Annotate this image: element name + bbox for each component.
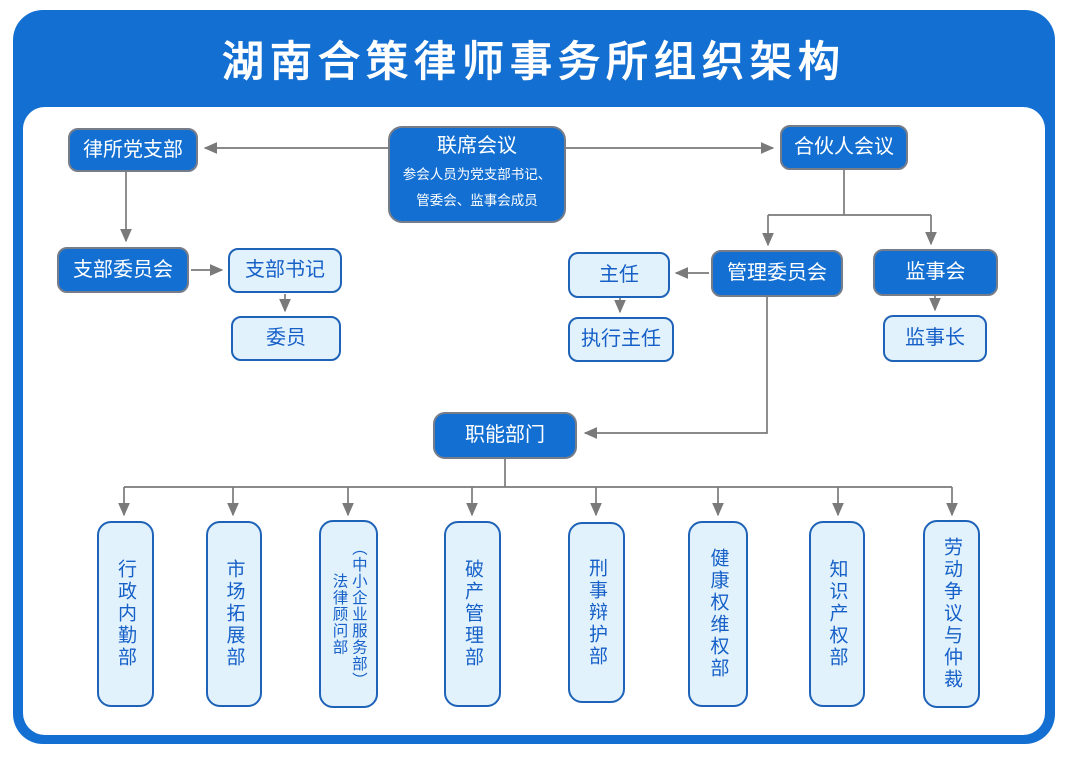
node-dept-labor-dispute: 劳动争议与仲裁	[923, 520, 980, 708]
node-branch-committee: 支部委员会	[57, 247, 189, 293]
joint-meeting-note: 参会人员为党支部书记、 管委会、监事会成员	[402, 167, 552, 208]
node-dept-bankruptcy: 破产管理部	[444, 521, 501, 707]
node-branch-secretary: 支部书记	[228, 248, 342, 293]
node-dept-administrative: 行政内勤部	[97, 521, 154, 707]
node-partners-meeting: 合伙人会议	[780, 125, 908, 170]
node-joint-meeting: 联席会议 参会人员为党支部书记、 管委会、监事会成员	[388, 126, 566, 223]
node-supervisory-chair: 监事长	[883, 315, 987, 362]
node-dept-intellectual-property: 知识产权部	[809, 521, 865, 707]
chart-frame: 湖南合策律师事务所组织架构	[13, 10, 1055, 744]
node-management-committee: 管理委员会	[711, 250, 843, 297]
node-dept-market-expansion: 市场拓展部	[206, 521, 262, 707]
node-director: 主任	[568, 252, 670, 298]
node-supervisory-board: 监事会	[873, 249, 998, 296]
node-dept-legal-counsel-sme: （中小企业服务部） 法律顾问部	[319, 520, 378, 708]
chart-title: 湖南合策律师事务所组织架构	[221, 38, 846, 85]
node-dept-health-rights: 健康权维权部	[688, 521, 748, 707]
node-committee-member: 委员	[231, 316, 341, 361]
node-dept-criminal-defense: 刑事辩护部	[568, 522, 625, 703]
joint-meeting-title: 联席会议	[437, 135, 517, 157]
node-party-branch: 律所党支部	[68, 128, 198, 172]
chart-header: 湖南合策律师事务所组织架构	[13, 10, 1055, 107]
node-functional-departments: 职能部门	[433, 412, 577, 459]
node-executive-director: 执行主任	[568, 317, 674, 362]
